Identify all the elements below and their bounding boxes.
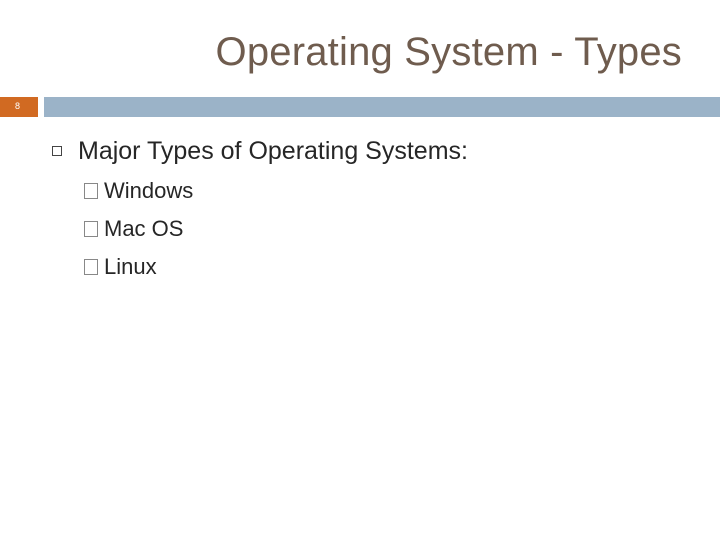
box-bullet-icon: [84, 183, 98, 199]
sub-bullet-list: Windows Mac OS Linux: [84, 172, 690, 286]
square-bullet-icon: [52, 146, 62, 156]
list-item-label: Mac OS: [104, 216, 184, 241]
slide-title: Operating System - Types: [215, 30, 682, 74]
slide-content: Major Types of Operating Systems: Window…: [52, 135, 690, 286]
box-bullet-icon: [84, 221, 98, 237]
list-item-label: Windows: [104, 178, 194, 203]
slide-number: 8: [15, 101, 21, 111]
bullet-heading: Major Types of Operating Systems:: [78, 136, 468, 165]
list-item-label: Linux: [104, 254, 157, 279]
list-item: Linux: [84, 248, 690, 286]
list-item: Windows: [84, 172, 690, 210]
bullet-item-main: Major Types of Operating Systems:: [52, 135, 690, 167]
title-divider-bar: [44, 97, 720, 117]
slide-number-badge: 8: [0, 97, 38, 117]
list-item: Mac OS: [84, 210, 690, 248]
box-bullet-icon: [84, 259, 98, 275]
